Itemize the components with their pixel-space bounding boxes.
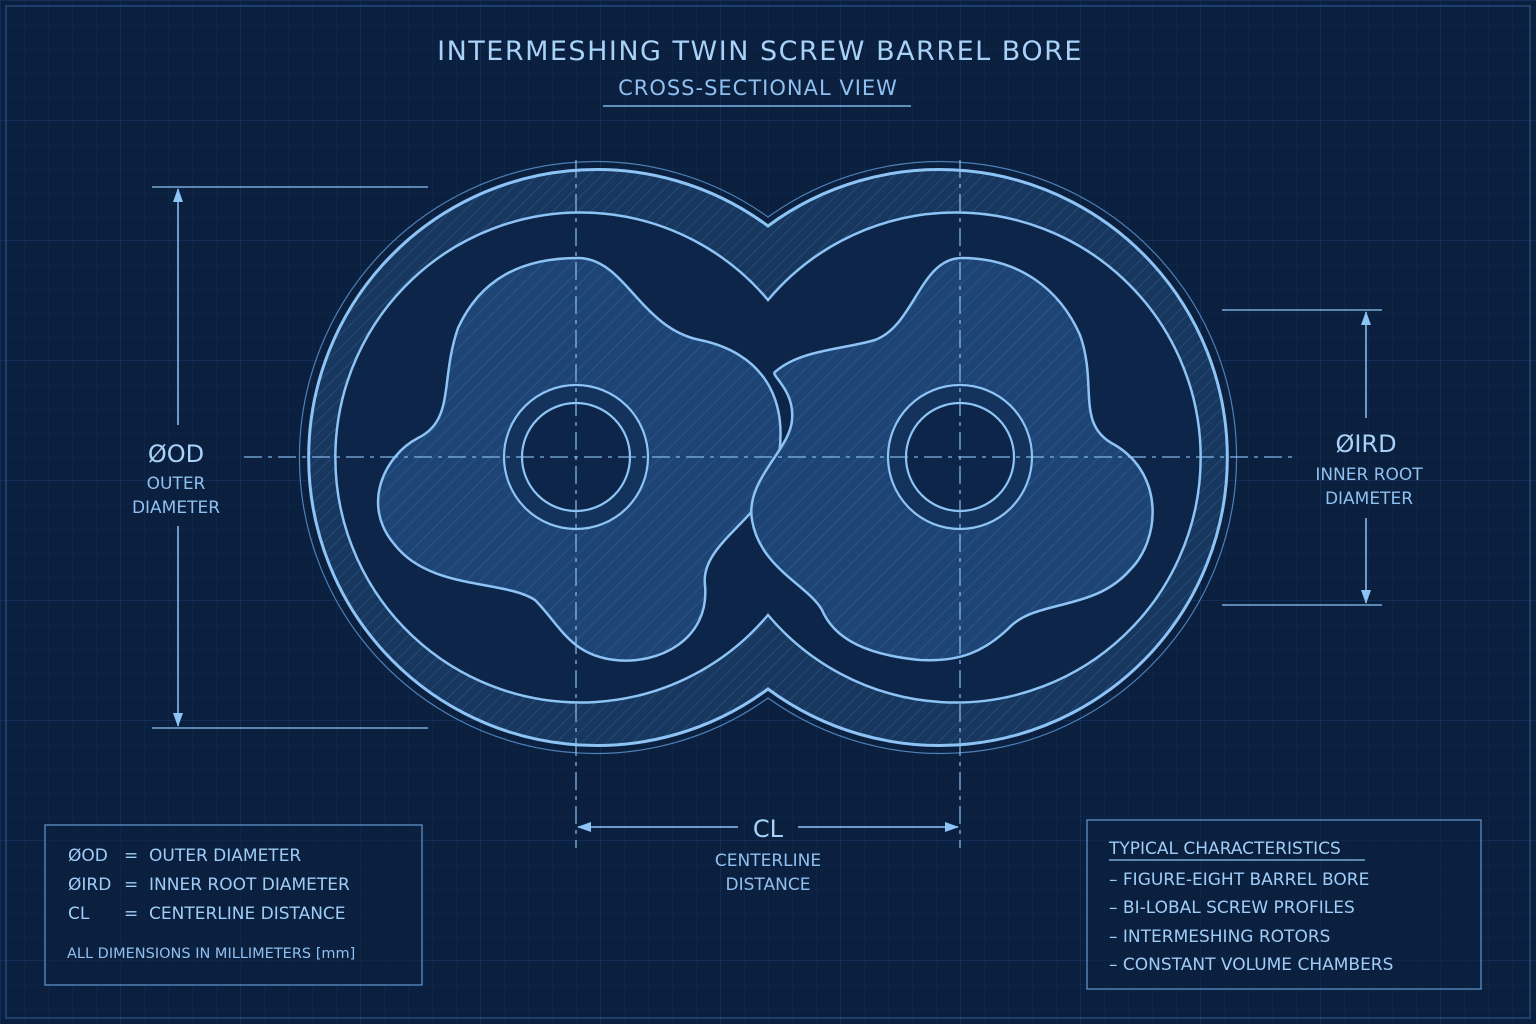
- characteristics-heading: TYPICAL CHARACTERISTICS: [1108, 839, 1341, 859]
- cl-label-line2: DISTANCE: [726, 875, 811, 895]
- characteristics-box: TYPICAL CHARACTERISTICS – FIGURE-EIGHT B…: [1086, 819, 1482, 990]
- legend-frame: [44, 824, 423, 986]
- legend-key-cl: CL: [68, 904, 90, 924]
- center-lines: [244, 160, 1292, 848]
- diagram-title: INTERMESHING TWIN SCREW BARREL BORE: [437, 36, 1083, 67]
- cl-symbol: CL: [753, 815, 784, 843]
- cl-dimension: CL CENTERLINE DISTANCE: [577, 815, 959, 895]
- cl-label-line1: CENTERLINE: [715, 851, 821, 871]
- ird-symbol: ØIRD: [1335, 430, 1396, 458]
- diagram-subtitle: CROSS-SECTIONAL VIEW: [618, 76, 898, 100]
- characteristic-item: – BI-LOBAL SCREW PROFILES: [1109, 898, 1355, 918]
- ird-dimension: ØIRD INNER ROOT DIAMETER: [1222, 309, 1423, 606]
- legend-key-od: ØOD: [68, 846, 108, 866]
- legend-value-od: OUTER DIAMETER: [149, 846, 301, 866]
- od-symbol: ØOD: [148, 440, 204, 468]
- sheet-border: [5, 5, 1531, 1019]
- ird-label-line2: DIAMETER: [1325, 489, 1413, 509]
- legend-value-ird: INNER ROOT DIAMETER: [149, 875, 350, 895]
- barrel-outline-outer: [298, 160, 1238, 755]
- legend-eq-od: =: [124, 846, 138, 866]
- ird-label-line1: INNER ROOT: [1315, 465, 1423, 485]
- legend-eq-cl: =: [124, 904, 138, 924]
- characteristic-item: – FIGURE-EIGHT BARREL BORE: [1109, 870, 1369, 890]
- legend-units-note: ALL DIMENSIONS IN MILLIMETERS [mm]: [67, 946, 355, 962]
- od-dimension: ØOD OUTER DIAMETER: [132, 186, 428, 729]
- legend-box: ØOD = OUTER DIAMETER ØIRD = INNER ROOT D…: [44, 824, 423, 986]
- od-label-line2: DIAMETER: [132, 498, 220, 518]
- od-label-line1: OUTER: [147, 474, 206, 494]
- legend-eq-ird: =: [124, 875, 138, 895]
- characteristics-frame: [1086, 819, 1482, 990]
- characteristic-item: – CONSTANT VOLUME CHAMBERS: [1109, 955, 1393, 975]
- legend-key-ird: ØIRD: [68, 875, 111, 895]
- legend-value-cl: CENTERLINE DISTANCE: [149, 904, 346, 924]
- characteristic-item: – INTERMESHING ROTORS: [1109, 927, 1330, 947]
